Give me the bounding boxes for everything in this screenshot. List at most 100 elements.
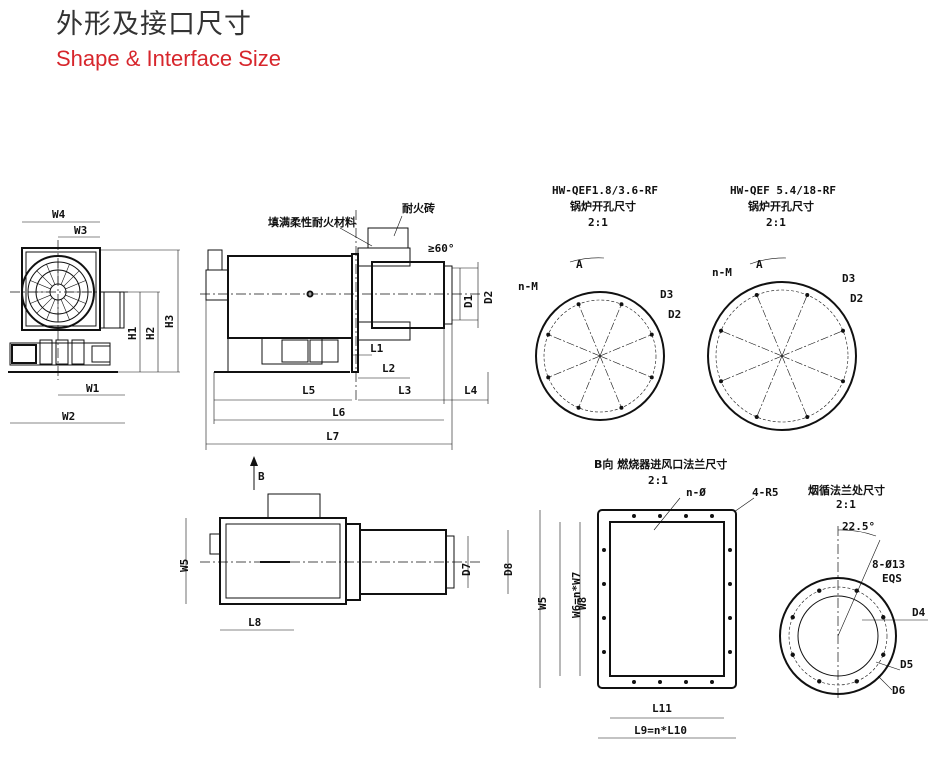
bolt-hole: [805, 414, 810, 419]
inlet-flange-hole: n-Ø: [686, 486, 706, 499]
inlet-flange-caption: B向 燃烧器进风口法兰尺寸: [594, 457, 727, 471]
bolt-hole: [719, 328, 724, 333]
bolt-hole: [576, 302, 581, 307]
bolt-hole: [881, 652, 886, 657]
flue-flange: 烟循法兰处尺寸 2:1 22.5° 8-Ø13 EQS D4 D5 D6: [779, 483, 928, 700]
bolt-hole: [684, 680, 688, 684]
dim-h3: H3: [163, 315, 176, 328]
angle-note: ≥60°: [428, 242, 455, 255]
bolt-hole: [805, 293, 810, 298]
side-view: 填满柔性耐火材料 耐火砖 ≥60° D1 D2 L1 L2 L3 L4 L5 L…: [200, 201, 495, 450]
dim-l4: L4: [464, 384, 478, 397]
flue-flange-caption: 烟循法兰处尺寸: [808, 483, 885, 497]
boiler-small-caption: 锅炉开孔尺寸: [570, 199, 636, 213]
top-view: B W5 D7 D8 L8: [178, 456, 515, 631]
dim-d2: D2: [482, 291, 495, 304]
bolt-hole: [649, 332, 654, 337]
boiler-small-model: HW-QEF1.8/3.6-RF: [552, 184, 658, 197]
bolt-hole: [854, 679, 859, 684]
boiler-large-angle: A: [756, 258, 763, 271]
boiler-large-model: HW-QEF 5.4/18-RF: [730, 184, 836, 197]
motor: [99, 291, 125, 329]
dim-l7: L7: [326, 430, 339, 443]
dim-l1: L1: [370, 342, 384, 355]
dim-d5: D5: [900, 658, 913, 671]
boiler-small-outer-circle: [535, 291, 665, 421]
bolt-hole: [602, 616, 606, 620]
bolt-hole: [728, 582, 732, 586]
bolt-hole: [632, 680, 636, 684]
bolt-hole: [684, 514, 688, 518]
flue-flange-holes: 8-Ø13: [872, 558, 905, 571]
refractory-top: [357, 247, 411, 267]
dim-w4: W4: [52, 208, 66, 221]
inlet-flange: B向 燃烧器进风口法兰尺寸 2:1 n-Ø 4-R5 W5 W6=n*W7 W8…: [536, 457, 779, 739]
dim-l9: L9=n*L10: [634, 724, 687, 737]
dim-w1: W1: [86, 382, 100, 395]
bolt-hole: [710, 514, 714, 518]
dim-w5-flange: W5: [536, 597, 549, 610]
dim-l6: L6: [332, 406, 346, 419]
view-b-label: B: [258, 470, 265, 483]
boiler-hole-large: HW-QEF 5.4/18-RF 锅炉开孔尺寸 2:1 A n-M D3 D2: [707, 184, 863, 431]
bolt-hole: [840, 328, 845, 333]
dim-d7: D7: [460, 563, 473, 576]
dim-w8: W8: [576, 597, 589, 610]
boiler-large-outer-circle: [707, 281, 857, 431]
inlet-flange-opening: [609, 521, 725, 677]
inlet-flange-corner: 4-R5: [752, 486, 779, 499]
dim-w2: W2: [62, 410, 75, 423]
boiler-wall-plate: [351, 253, 359, 373]
bolt-hole: [881, 615, 886, 620]
inlet-flange-scale: 2:1: [648, 474, 668, 487]
boiler-small-d3: D3: [660, 288, 673, 301]
boiler-hole-small: HW-QEF1.8/3.6-RF 锅炉开孔尺寸 2:1 A n-M D3 D2: [518, 184, 681, 421]
note-refractory-brick: 耐火砖: [402, 201, 435, 215]
bolt-hole: [710, 680, 714, 684]
boiler-small-d2: D2: [668, 308, 681, 321]
bolt-hole: [546, 332, 551, 337]
dim-h2: H2: [144, 327, 157, 340]
boiler-large-nm: n-M: [712, 266, 732, 279]
dim-d6: D6: [892, 684, 906, 697]
flue-flange-scale: 2:1: [836, 498, 856, 511]
dim-l8: L8: [248, 616, 261, 629]
boiler-large-caption: 锅炉开孔尺寸: [748, 199, 814, 213]
bolt-hole: [619, 302, 624, 307]
burner-body: [227, 255, 353, 339]
blast-tube: [371, 261, 445, 329]
flue-flange-eqs: EQS: [882, 572, 902, 585]
bolt-hole: [602, 650, 606, 654]
dim-h1: H1: [126, 326, 139, 340]
boiler-large-scale: 2:1: [766, 216, 786, 229]
bolt-hole: [840, 379, 845, 384]
boiler-large-d3: D3: [842, 272, 855, 285]
bolt-hole: [817, 588, 822, 593]
bolt-hole: [854, 588, 859, 593]
dim-l2: L2: [382, 362, 395, 375]
bolt-hole: [658, 680, 662, 684]
bolt-hole: [602, 582, 606, 586]
bolt-hole: [619, 405, 624, 410]
boiler-small-scale: 2:1: [588, 216, 608, 229]
bolt-hole: [728, 548, 732, 552]
flue-flange-angle: 22.5°: [842, 520, 875, 533]
note-fill-material: 填满柔性耐火材料: [268, 215, 356, 229]
dim-l5: L5: [302, 384, 315, 397]
bolt-hole: [790, 652, 795, 657]
bolt-hole: [728, 650, 732, 654]
boiler-small-nm: n-M: [518, 280, 538, 293]
dim-d8: D8: [502, 563, 515, 576]
dim-d1: D1: [462, 294, 475, 308]
fan-housing: [21, 255, 95, 329]
inlet-flange-outer: [597, 509, 737, 689]
bolt-hole: [632, 514, 636, 518]
bolt-hole: [754, 293, 759, 298]
bolt-hole: [658, 514, 662, 518]
bolt-hole: [602, 548, 606, 552]
dim-w5-top: W5: [178, 559, 191, 572]
bolt-hole: [790, 615, 795, 620]
boiler-small-angle: A: [576, 258, 583, 271]
bolt-hole: [719, 379, 724, 384]
